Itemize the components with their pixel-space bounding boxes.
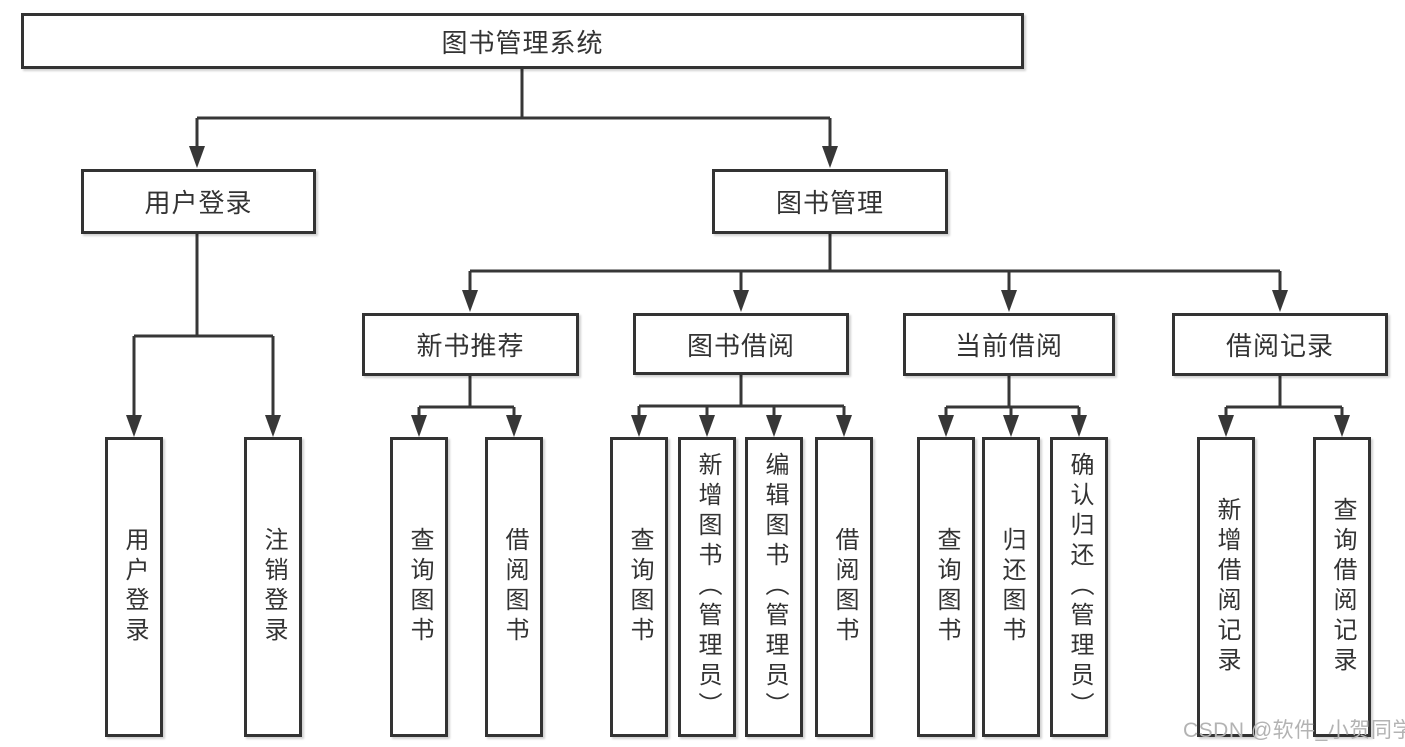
watermark: CSDN @软件_小贺同学 xyxy=(1183,719,1405,742)
leaf-logout: 注销登录 xyxy=(244,437,302,737)
node-current-borrow: 当前借阅 xyxy=(903,313,1115,376)
node-library-system: 图书管理系统 xyxy=(21,13,1024,69)
leaf-borrow-books: 借阅图书 xyxy=(815,437,873,737)
leaf-edit-books-admin: 编辑图书（管理员） xyxy=(745,437,803,737)
leaf-add-books-admin: 新增图书（管理员） xyxy=(678,437,736,737)
leaf-return-books: 归还图书 xyxy=(982,437,1040,737)
leaf-user-login: 用户登录 xyxy=(105,437,163,737)
node-book-borrow: 图书借阅 xyxy=(633,313,849,375)
leaf-query-books-recommend: 查询图书 xyxy=(390,437,448,737)
node-user-login: 用户登录 xyxy=(81,169,316,234)
leaf-query-books-current: 查询图书 xyxy=(917,437,975,737)
node-borrow-record: 借阅记录 xyxy=(1172,313,1388,376)
leaf-borrow-books-recommend: 借阅图书 xyxy=(485,437,543,737)
leaf-query-borrow-record: 查询借阅记录 xyxy=(1313,437,1371,737)
leaf-query-books-borrow: 查询图书 xyxy=(610,437,668,737)
leaf-confirm-return-admin: 确认归还（管理员） xyxy=(1050,437,1108,737)
leaf-add-borrow-record: 新增借阅记录 xyxy=(1197,437,1255,737)
node-book-management: 图书管理 xyxy=(712,169,948,234)
node-new-book-recommend: 新书推荐 xyxy=(362,313,579,376)
